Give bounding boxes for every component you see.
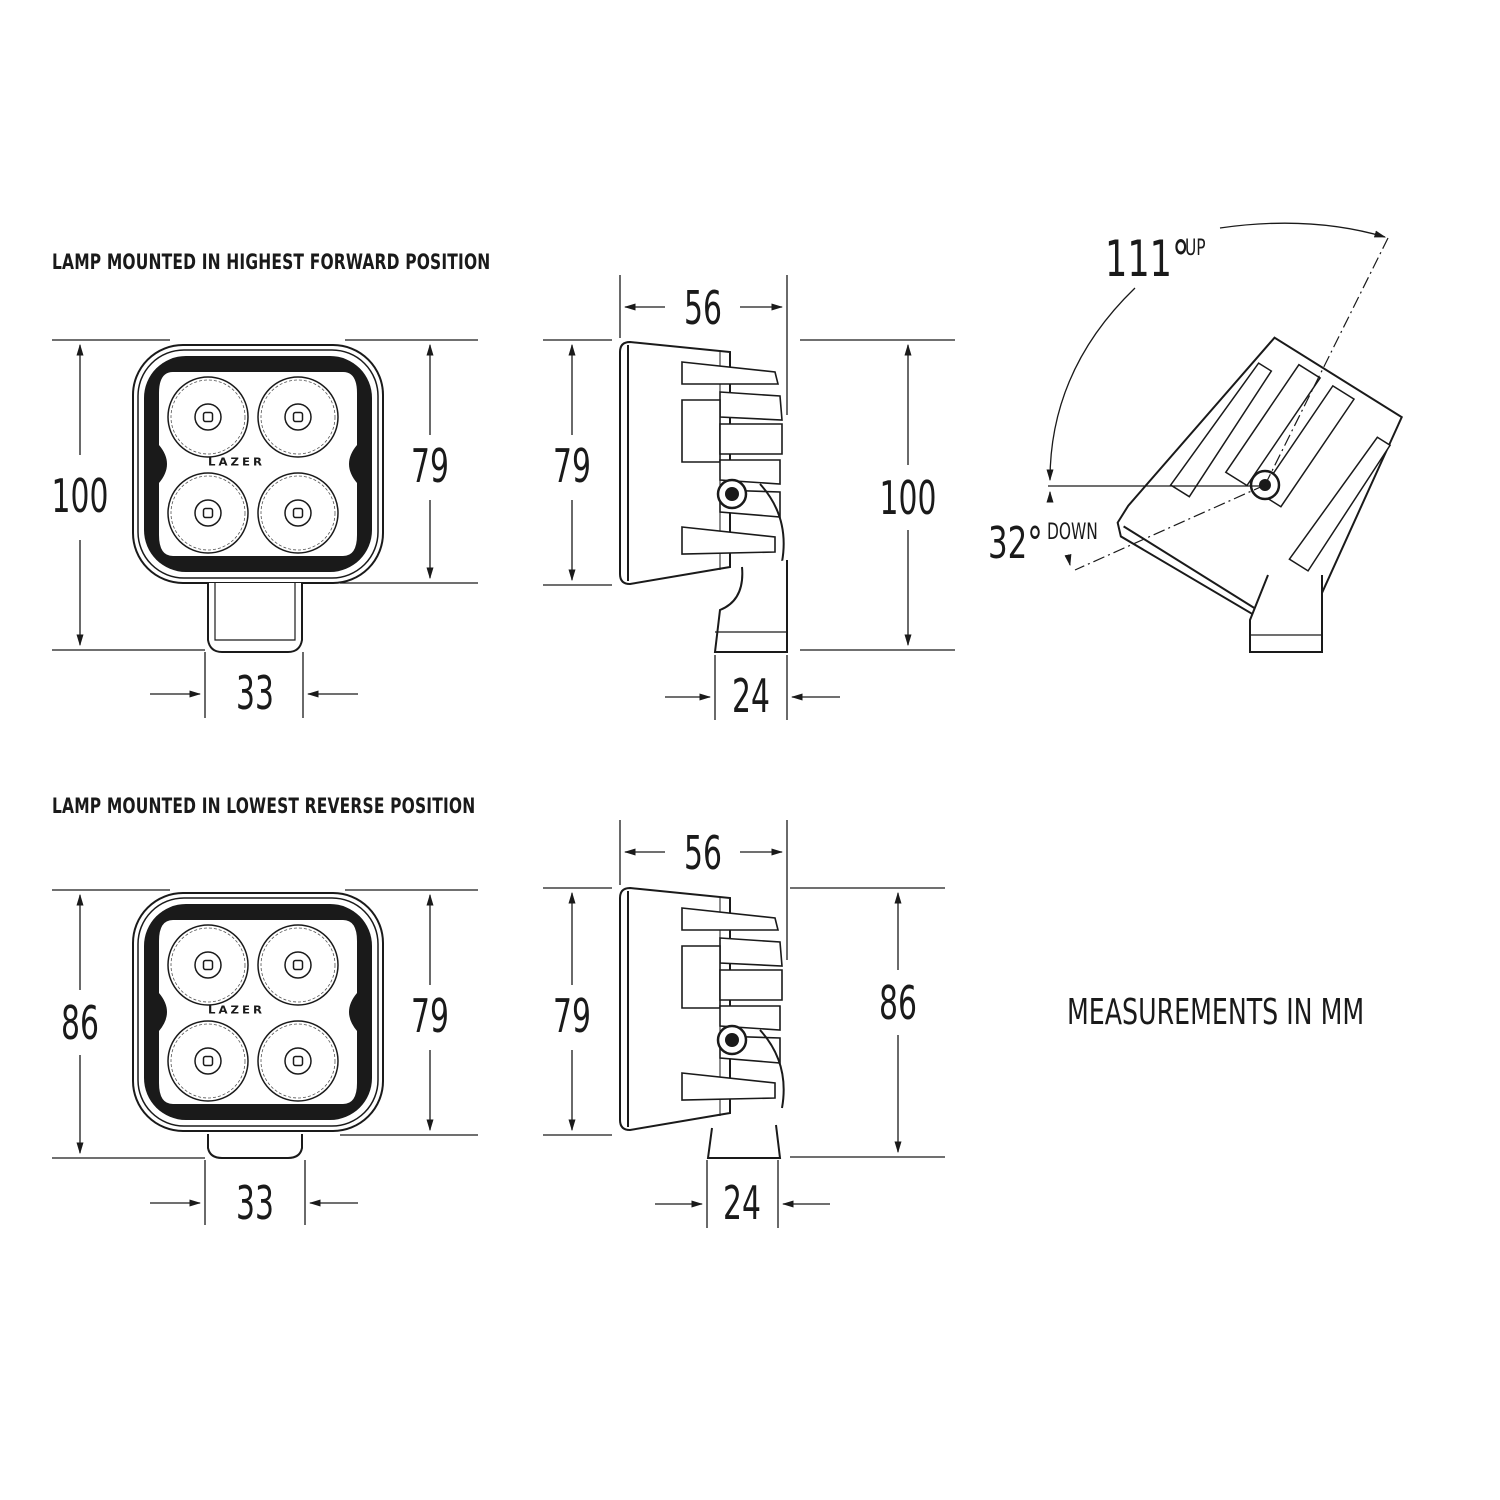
dim-front-lamp-height: 79 — [411, 439, 449, 493]
dim-front-total-height: 100 — [51, 469, 109, 523]
front-view-highest — [52, 339, 478, 718]
dim-side-depth: 56 — [684, 826, 722, 880]
side-view-highest — [543, 275, 955, 720]
section-title-highest: LAMP MOUNTED IN HIGHEST FORWARD POSITION — [52, 250, 491, 274]
dim-side-total-height: 100 — [879, 471, 937, 525]
down-angle: 32° — [988, 518, 1043, 569]
dim-side-lamp-height: 79 — [553, 989, 591, 1043]
dim-side-bracket-depth: 24 — [723, 1176, 761, 1230]
section-title-lowest: LAMP MOUNTED IN LOWEST REVERSE POSITION — [52, 794, 476, 818]
lazer-logo: LAZER — [208, 1004, 265, 1017]
lazer-logo: LAZER — [208, 456, 265, 469]
dim-front-lamp-height: 79 — [411, 989, 449, 1043]
dim-front-bracket-width: 33 — [236, 666, 274, 720]
dim-side-depth: 56 — [684, 281, 722, 335]
front-view-lowest — [52, 889, 478, 1225]
side-view-lowest — [543, 820, 945, 1228]
up-label: UP — [1185, 236, 1206, 261]
down-label: DOWN — [1047, 520, 1098, 545]
dim-side-lamp-height: 79 — [553, 439, 591, 493]
up-angle: 111° — [1105, 230, 1190, 288]
dim-side-total-height: 86 — [879, 976, 917, 1030]
dim-front-bracket-width: 33 — [236, 1176, 274, 1230]
tilt-view — [1046, 222, 1404, 653]
dim-front-total-height: 86 — [61, 996, 99, 1050]
units-note: MEASUREMENTS IN MM — [1067, 992, 1365, 1033]
dim-side-bracket-depth: 24 — [732, 669, 770, 723]
